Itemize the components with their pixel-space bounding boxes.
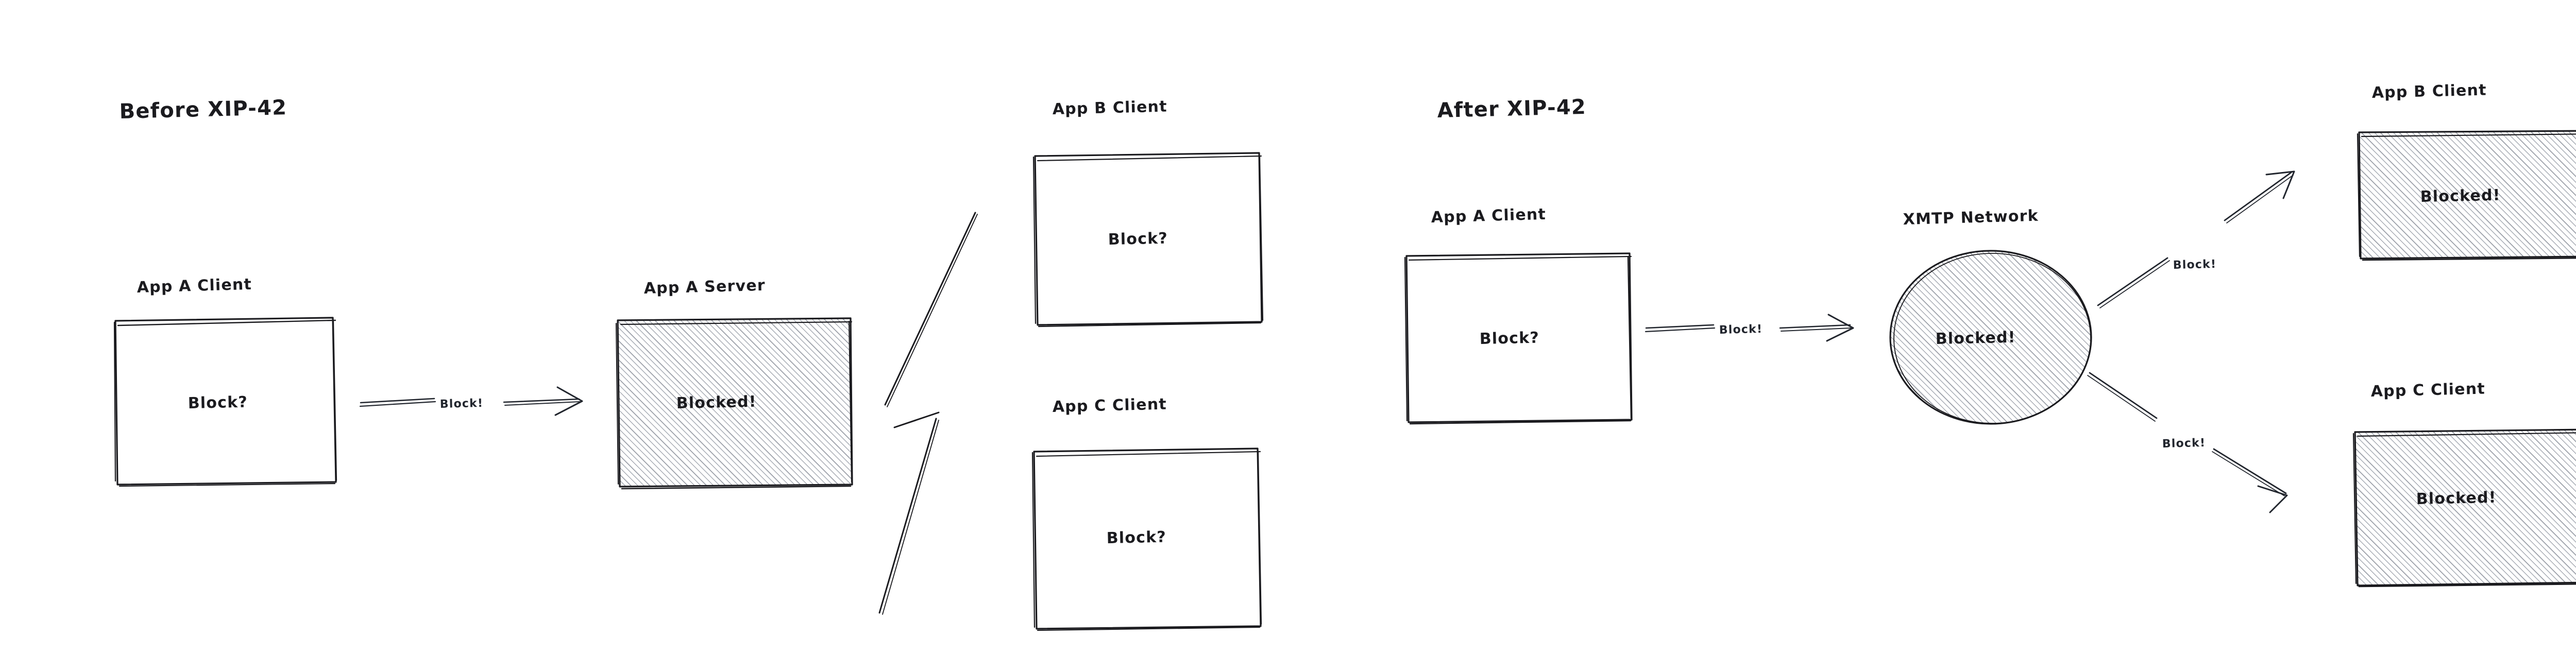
after-app-b-client-text: Blocked!: [2420, 186, 2500, 206]
before-app-b-client-title: App B Client: [1052, 98, 1167, 118]
before-app-b-client-text: Block?: [1108, 230, 1168, 249]
before-app-a-client-title: App A Client: [137, 275, 252, 297]
after-edge-network-to-b-label: Block!: [2173, 258, 2217, 272]
after-app-a-client-text: Block?: [1479, 329, 1539, 348]
after-app-a-client-box[interactable]: [1404, 252, 1633, 425]
after-xmtp-network-title: XMTP Network: [1903, 207, 2039, 229]
after-app-c-client-title: App C Client: [2370, 380, 2485, 401]
after-edge-a-to-network-label: Block!: [1719, 323, 1763, 337]
after-edge-a-to-network-arrow: [1645, 314, 1854, 342]
before-panel-title: Before XIP-42: [119, 96, 287, 124]
before-edge-broken-lower-line: [878, 418, 939, 615]
after-xmtp-network-circle[interactable]: [1880, 242, 2107, 438]
before-app-c-client-text: Block?: [1106, 528, 1166, 547]
before-app-a-server-title: App A Server: [643, 277, 766, 298]
before-app-c-client-box[interactable]: [1031, 447, 1262, 631]
after-app-a-client-title: App A Client: [1431, 205, 1546, 227]
after-xmtp-network-text: Blocked!: [1935, 329, 2015, 348]
before-app-c-client-title: App C Client: [1052, 395, 1167, 416]
before-app-a-server-text: Blocked!: [676, 393, 756, 412]
before-edge-a-to-server-arrow: [359, 386, 583, 416]
before-app-a-server-box[interactable]: [608, 309, 866, 499]
after-edge-network-to-b-arrow: [2097, 170, 2295, 308]
before-app-a-client-box[interactable]: [113, 317, 337, 487]
after-app-c-client-text: Blocked!: [2416, 489, 2496, 508]
after-edge-network-to-c-label: Block!: [2162, 437, 2206, 451]
after-panel-title: After XIP-42: [1437, 95, 1586, 123]
after-app-b-client-box[interactable]: [2349, 121, 2576, 270]
before-edge-a-to-server-label: Block!: [440, 397, 484, 411]
before-app-a-client-text: Block?: [188, 393, 248, 412]
before-app-b-client-box[interactable]: [1032, 152, 1264, 328]
after-app-c-client-box[interactable]: [2344, 420, 2576, 597]
after-edge-network-to-c-arrow: [2087, 372, 2288, 513]
after-app-b-client-title: App B Client: [2371, 81, 2487, 102]
before-edge-broken-upper-line: [884, 212, 978, 428]
